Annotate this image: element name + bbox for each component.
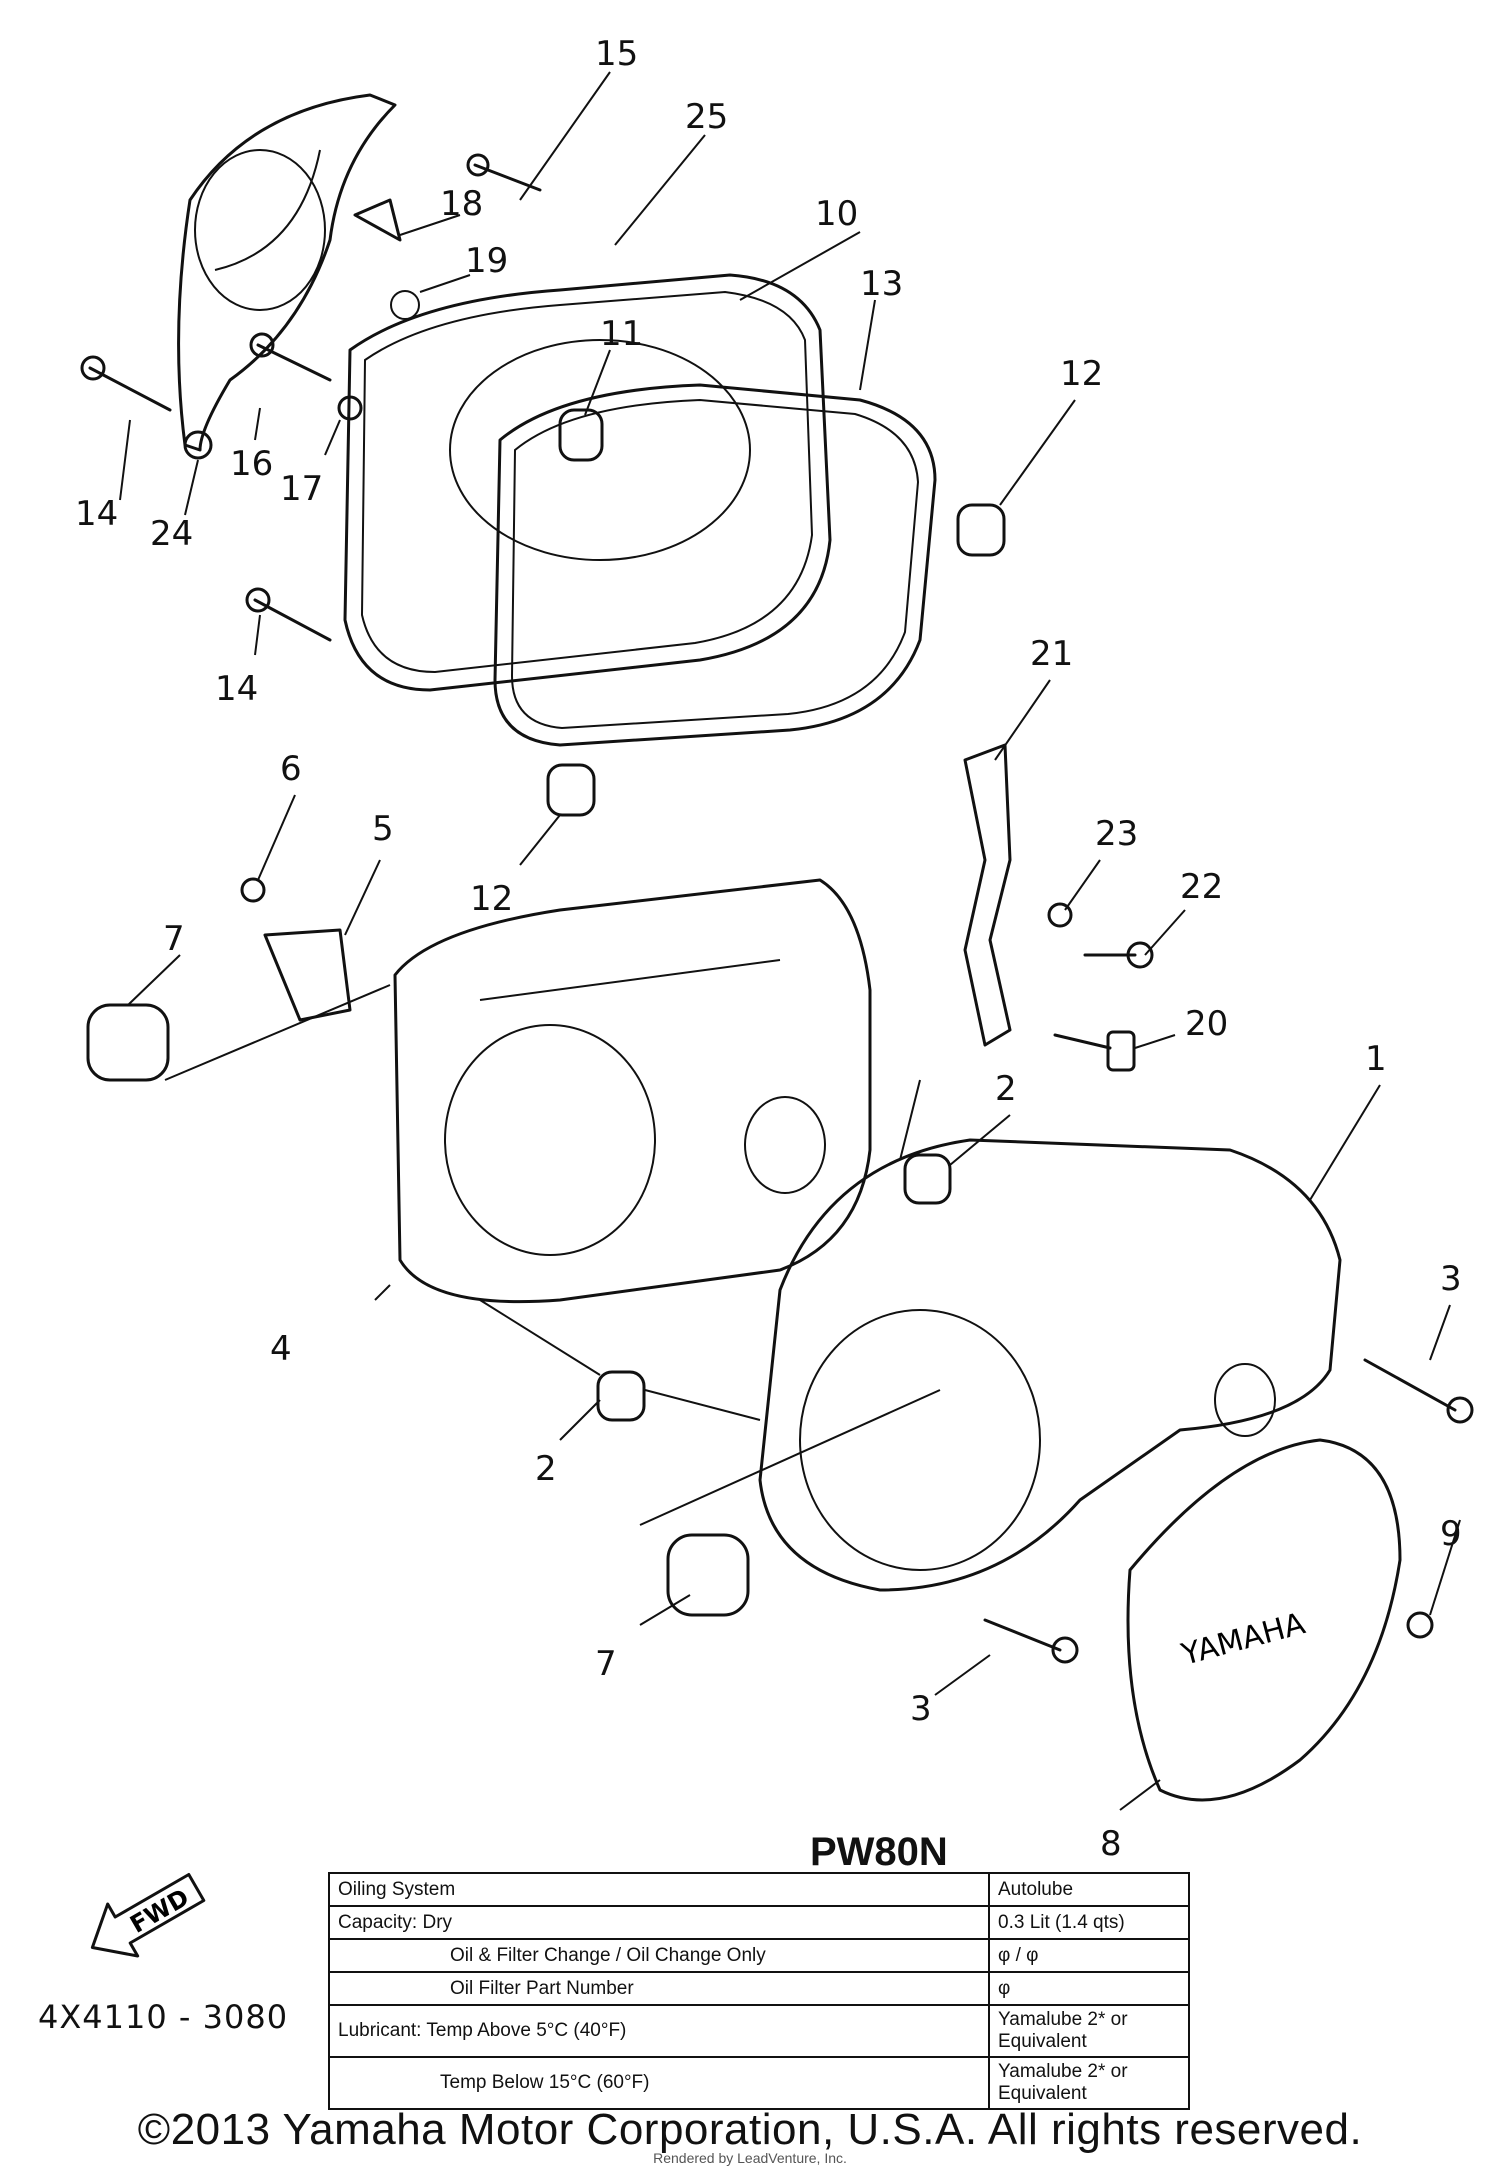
callout-5: 5 <box>372 809 394 849</box>
table-row: Oil Filter Part Number φ <box>328 1971 1190 2006</box>
model-title: PW80N <box>810 1830 948 1874</box>
callout-16: 16 <box>230 444 273 484</box>
table-row: Oiling System Autolube <box>328 1872 1190 1907</box>
spec-value: Yamalube 2* or Equivalent <box>988 2056 1190 2110</box>
spec-label: Oiling System <box>328 1872 990 1907</box>
crankcase-cover-left <box>343 273 832 692</box>
callout-15: 15 <box>595 34 638 74</box>
small-parts-bottom <box>86 743 1474 1664</box>
spec-value: Yamalube 2* or Equivalent <box>988 2004 1190 2058</box>
small-parts-top <box>80 153 1006 817</box>
diagram-code: 4X4110 - 3080 <box>38 1998 289 2036</box>
fwd-arrow: FWD <box>90 1873 206 1958</box>
spec-value: φ <box>988 1971 1190 2006</box>
callout-22: 22 <box>1180 867 1223 907</box>
callout-14-lower: 14 <box>215 669 258 709</box>
right-crankcase <box>758 1138 1342 1592</box>
callout-3-right: 3 <box>1440 1259 1462 1299</box>
callout-10: 10 <box>815 194 858 234</box>
spec-label: Oil Filter Part Number <box>328 1971 990 2006</box>
spec-table: Oiling System Autolube Capacity: Dry 0.3… <box>328 1872 1190 2110</box>
table-row: Lubricant: Temp Above 5°C (40°F) Yamalub… <box>328 2004 1190 2058</box>
callout-24: 24 <box>150 514 193 554</box>
table-row: Oil & Filter Change / Oil Change Only φ … <box>328 1938 1190 1973</box>
callout-21: 21 <box>1030 634 1073 674</box>
cover-gasket <box>493 383 937 747</box>
callout-13: 13 <box>860 264 903 304</box>
alignment-lines <box>164 984 941 1526</box>
table-row: Temp Below 15°C (60°F) Yamalube 2* or Eq… <box>328 2056 1190 2110</box>
rendered-by-note: Rendered by LeadVenture, Inc. <box>653 2150 847 2166</box>
callout-numbers: 15 25 18 10 19 13 11 12 14 16 17 24 14 2… <box>75 34 1462 1864</box>
callout-19: 19 <box>465 241 508 281</box>
callout-23: 23 <box>1095 814 1138 854</box>
spec-value: φ / φ <box>988 1938 1190 1973</box>
spec-label: Lubricant: Temp Above 5°C (40°F) <box>328 2004 990 2058</box>
spec-value: Autolube <box>988 1872 1190 1907</box>
spec-label: Capacity: Dry <box>328 1905 990 1940</box>
callout-25: 25 <box>685 97 728 137</box>
callout-12-top: 12 <box>1060 354 1103 394</box>
callout-4: 4 <box>270 1329 292 1369</box>
cover-brand-text: YAMAHA <box>1177 1606 1309 1673</box>
callout-7-left: 7 <box>163 919 185 959</box>
copyright-notice: ©2013 Yamaha Motor Corporation, U.S.A. A… <box>137 2105 1363 2154</box>
callout-6: 6 <box>280 749 302 789</box>
callout-9: 9 <box>1440 1514 1462 1554</box>
callout-12-mid: 12 <box>470 879 513 919</box>
callout-1: 1 <box>1365 1039 1387 1079</box>
spec-value: 0.3 Lit (1.4 qts) <box>988 1905 1190 1940</box>
callout-20: 20 <box>1185 1004 1228 1044</box>
callout-2-lower: 2 <box>535 1449 557 1489</box>
guard-plate <box>177 93 397 452</box>
spec-label: Temp Below 15°C (60°F) <box>328 2056 990 2110</box>
table-row: Capacity: Dry 0.3 Lit (1.4 qts) <box>328 1905 1190 1940</box>
callout-8: 8 <box>1100 1824 1122 1864</box>
right-side-cover: YAMAHA <box>1126 1438 1402 1802</box>
left-crankcase <box>393 878 872 1304</box>
leader-lines <box>119 71 1461 1811</box>
callout-14-left: 14 <box>75 494 118 534</box>
callout-3-lower: 3 <box>910 1689 932 1729</box>
callout-7-lower: 7 <box>595 1644 617 1684</box>
callout-18: 18 <box>440 184 483 224</box>
spec-label: Oil & Filter Change / Oil Change Only <box>328 1938 990 1973</box>
callout-2-upper: 2 <box>995 1069 1017 1109</box>
callout-11: 11 <box>600 314 643 354</box>
callout-17: 17 <box>280 469 323 509</box>
